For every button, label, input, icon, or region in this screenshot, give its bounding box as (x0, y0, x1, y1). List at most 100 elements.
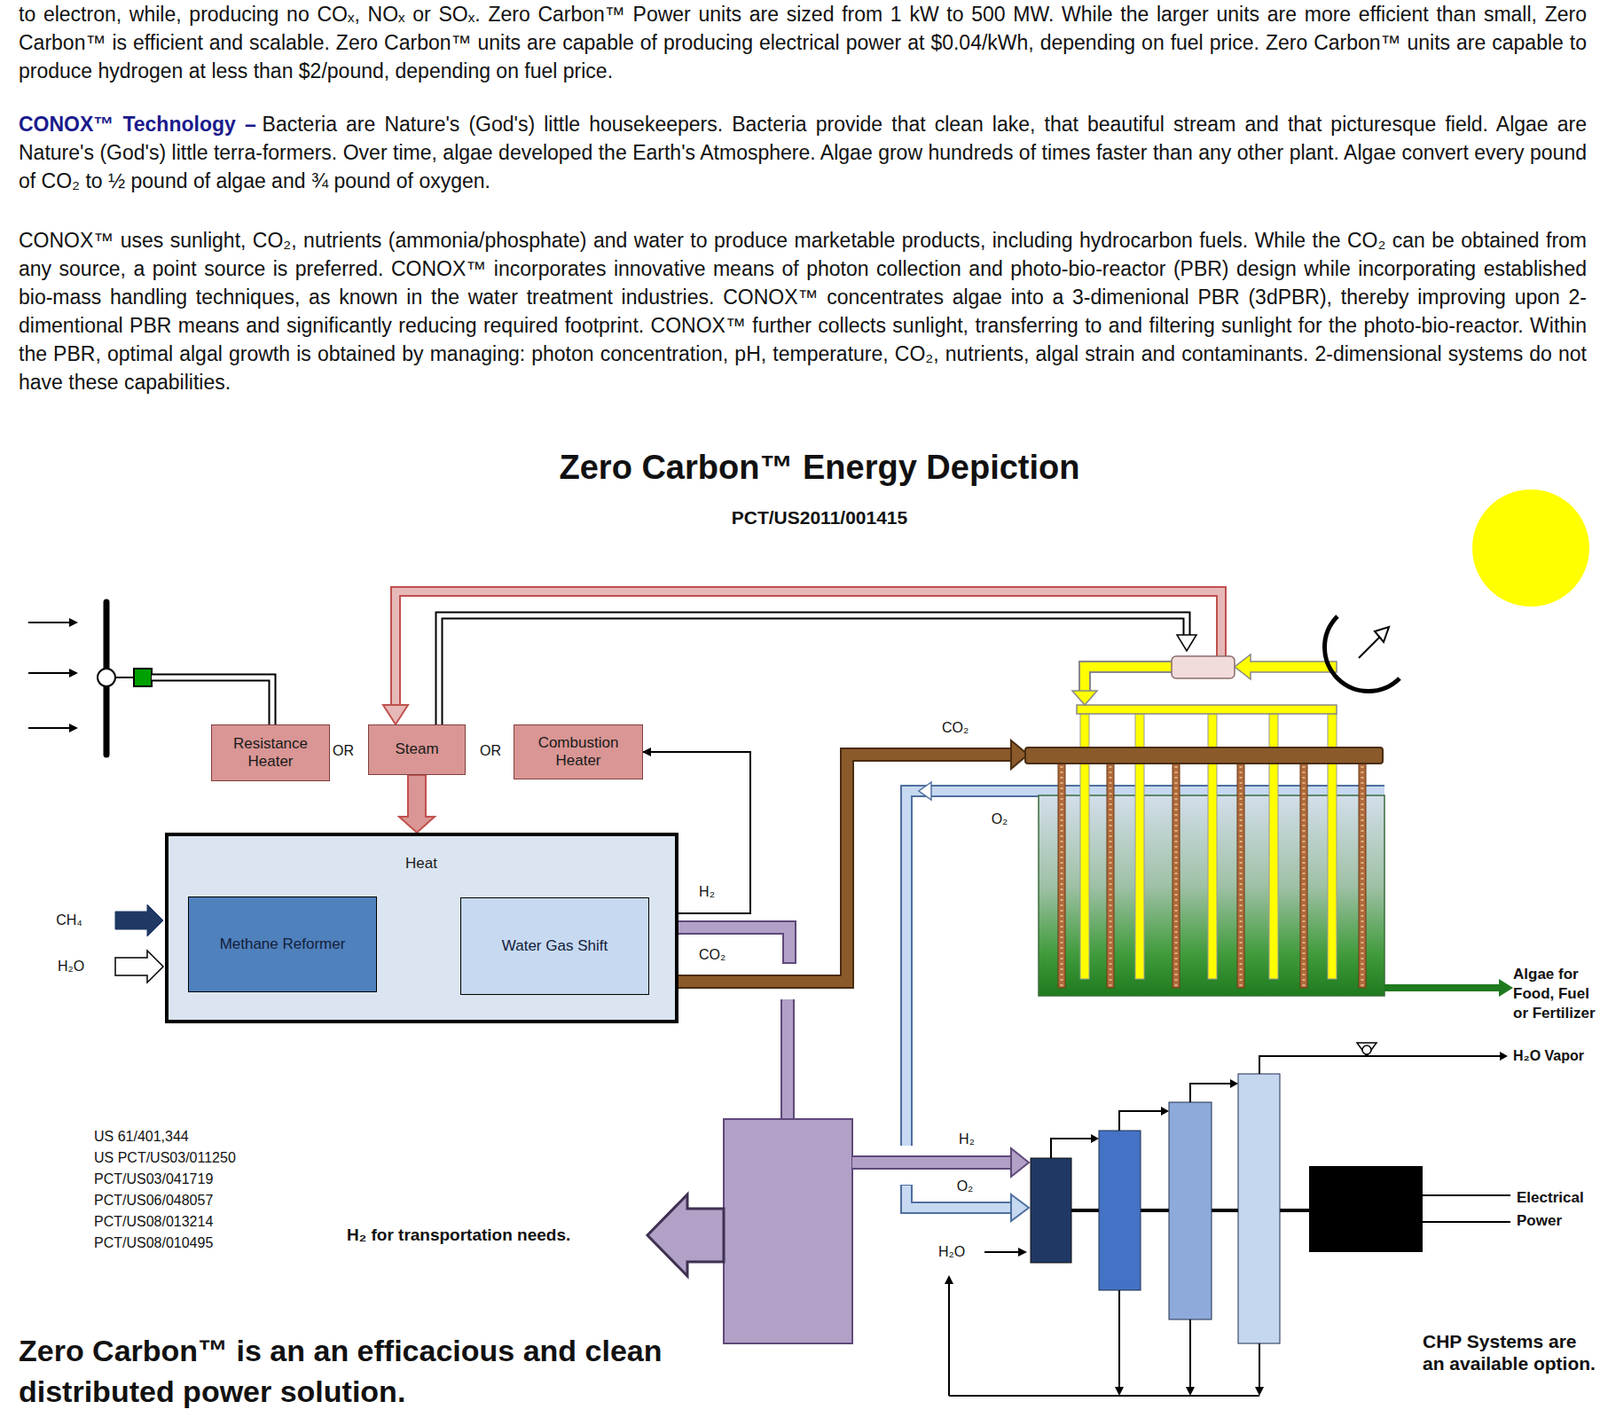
connector (399, 775, 435, 833)
fuel-cell-stack-part (1160, 1106, 1169, 1116)
wind-turbine-part (69, 723, 79, 733)
solar-collector-part (1374, 627, 1389, 643)
fuel-cell-stack-part (1189, 1319, 1192, 1389)
power-line-part (151, 677, 273, 725)
solar-collector (1072, 616, 1400, 706)
process-box: Steam (368, 724, 466, 776)
gas-pipes-part (906, 791, 1385, 1146)
power-line-part (151, 677, 273, 725)
fuel-cell-stack-part (1018, 1247, 1028, 1257)
process-box: Water Gas Shift (460, 897, 650, 996)
co2-bubbles (1060, 766, 1064, 987)
fuel-cell-stack-part (948, 1282, 950, 1397)
patent-number: PCT/US2011/001415 (731, 507, 908, 529)
gas-pipes-part (1011, 1148, 1029, 1177)
steam-loop-pipe-part (395, 591, 1222, 707)
fuel-cell-stack-part (1238, 1074, 1280, 1344)
section-heading: CONOX™ Technology – (18, 112, 257, 136)
fuel-cell-stack-part (984, 1251, 1020, 1254)
power-line (151, 677, 273, 725)
solar-collector-part (1072, 690, 1098, 706)
patent-number: US 61/401,344 (94, 1129, 189, 1146)
output-label: Electrical Power (1516, 1186, 1599, 1233)
tagline: Zero Carbon™ is an an efficacious and cl… (18, 1330, 667, 1412)
note-label: CHP Systems are an available option. (1422, 1330, 1597, 1375)
fuel-cell-stack-part (1422, 1221, 1511, 1224)
wind-turbine-part (69, 668, 79, 678)
box-text: Combustion Heater (514, 734, 643, 771)
patent-number: PCT/US03/041719 (94, 1171, 213, 1188)
gas-pipes-part (852, 1155, 1013, 1170)
fuel-cell-stack-part (949, 1395, 1260, 1397)
pipe-label: H₂ (958, 1131, 975, 1148)
fuel-cell-stack-part (1258, 1343, 1261, 1389)
fuel-cell-stack-part (1499, 1051, 1508, 1061)
fuel-cell-stack-part (1259, 1056, 1502, 1075)
fuel-cell-stack-part (1098, 1130, 1141, 1291)
or-label: OR (332, 743, 354, 760)
photo-bio-reactor-part (1076, 705, 1337, 714)
solar-collector-part (1084, 666, 1172, 692)
solar-collector-part (1325, 616, 1400, 691)
co2-bubbles (1239, 766, 1243, 987)
output-label: H₂O Vapor (1513, 1048, 1585, 1065)
gas-pipes-part (647, 1194, 724, 1277)
feed-arrows-part (115, 904, 164, 937)
output-label: Algae for Food, Fuel or Fertilizer (1513, 964, 1599, 1024)
gas-pipes-part (1011, 1194, 1029, 1222)
wind-turbine (28, 602, 152, 755)
process-box: Combustion Heater (513, 724, 644, 780)
note-label: H₂ for transportation needs. (346, 1225, 571, 1246)
gas-pipes-part (918, 782, 932, 800)
input-label: CH₄ (55, 912, 83, 929)
pipe-label: H₂ (698, 884, 715, 901)
solar-collector-part (1171, 656, 1235, 679)
paragraph: CONOX™ Technology –Bacteria are Nature's… (18, 109, 1587, 196)
co2-diffuser-tube (1106, 763, 1114, 989)
fuel-cell-stack-part (1254, 1387, 1264, 1397)
box-text: Resistance Heater (211, 735, 330, 772)
fuel-cell-stack-part (1114, 1387, 1124, 1397)
pipe-label: CO₂ (941, 720, 969, 737)
fuel-cell-stack-part (1185, 1387, 1195, 1397)
wind-turbine-part (133, 668, 152, 687)
co2-bubbles (1175, 766, 1178, 987)
pipe-label: CO₂ (698, 947, 726, 964)
fuel-cell-stack-part (1309, 1166, 1423, 1253)
fuel-cell-stack-part (1030, 1158, 1072, 1263)
photo-bio-reactor-part (1025, 747, 1383, 764)
co2-diffuser-tube (1172, 763, 1180, 989)
or-label: OR (479, 743, 502, 760)
co2-diffuser-tube (1058, 763, 1066, 989)
box-text: Methane Reformer (216, 935, 350, 954)
gas-pipes-part (906, 791, 1385, 1146)
feed-arrows (115, 904, 164, 983)
diagram-title: Zero Carbon™ Energy Depiction (559, 448, 1081, 487)
feed-arrows-part (115, 950, 164, 983)
fuel-cell-stack-part (1190, 1083, 1232, 1103)
wind-turbine-part (28, 727, 71, 730)
fuel-cell-stack-part (1118, 1290, 1121, 1389)
photo-bio-reactor-part (1498, 979, 1514, 997)
co2-bubbles (1302, 766, 1306, 987)
patent-number: PCT/US08/010495 (94, 1235, 213, 1252)
body-paragraph: CONOX™ uses sunlight, CO₂, nutrients (am… (18, 226, 1587, 397)
sun-part (1472, 489, 1590, 607)
gas-pipes-part (678, 927, 790, 963)
photo-bio-reactor-part (1384, 984, 1502, 992)
solar-collector-part (1358, 636, 1381, 659)
steam-loop-pipe-part (439, 615, 1187, 725)
input-label: H₂O (57, 958, 85, 975)
process-box: Methane Reformer (188, 896, 377, 993)
fuel-cell-stack-part (1356, 1043, 1377, 1057)
box-text: Steam (391, 740, 442, 759)
steam-loop-pipe-part (395, 591, 1222, 707)
steam-loop-pipe-part (439, 615, 1187, 727)
steam-loop-pipe-part (383, 705, 408, 725)
photo-bio-reactor (1025, 705, 1514, 997)
sun (1472, 489, 1590, 607)
box-text: Water Gas Shift (498, 937, 612, 956)
fuel-cell-stack-part (1168, 1102, 1212, 1320)
